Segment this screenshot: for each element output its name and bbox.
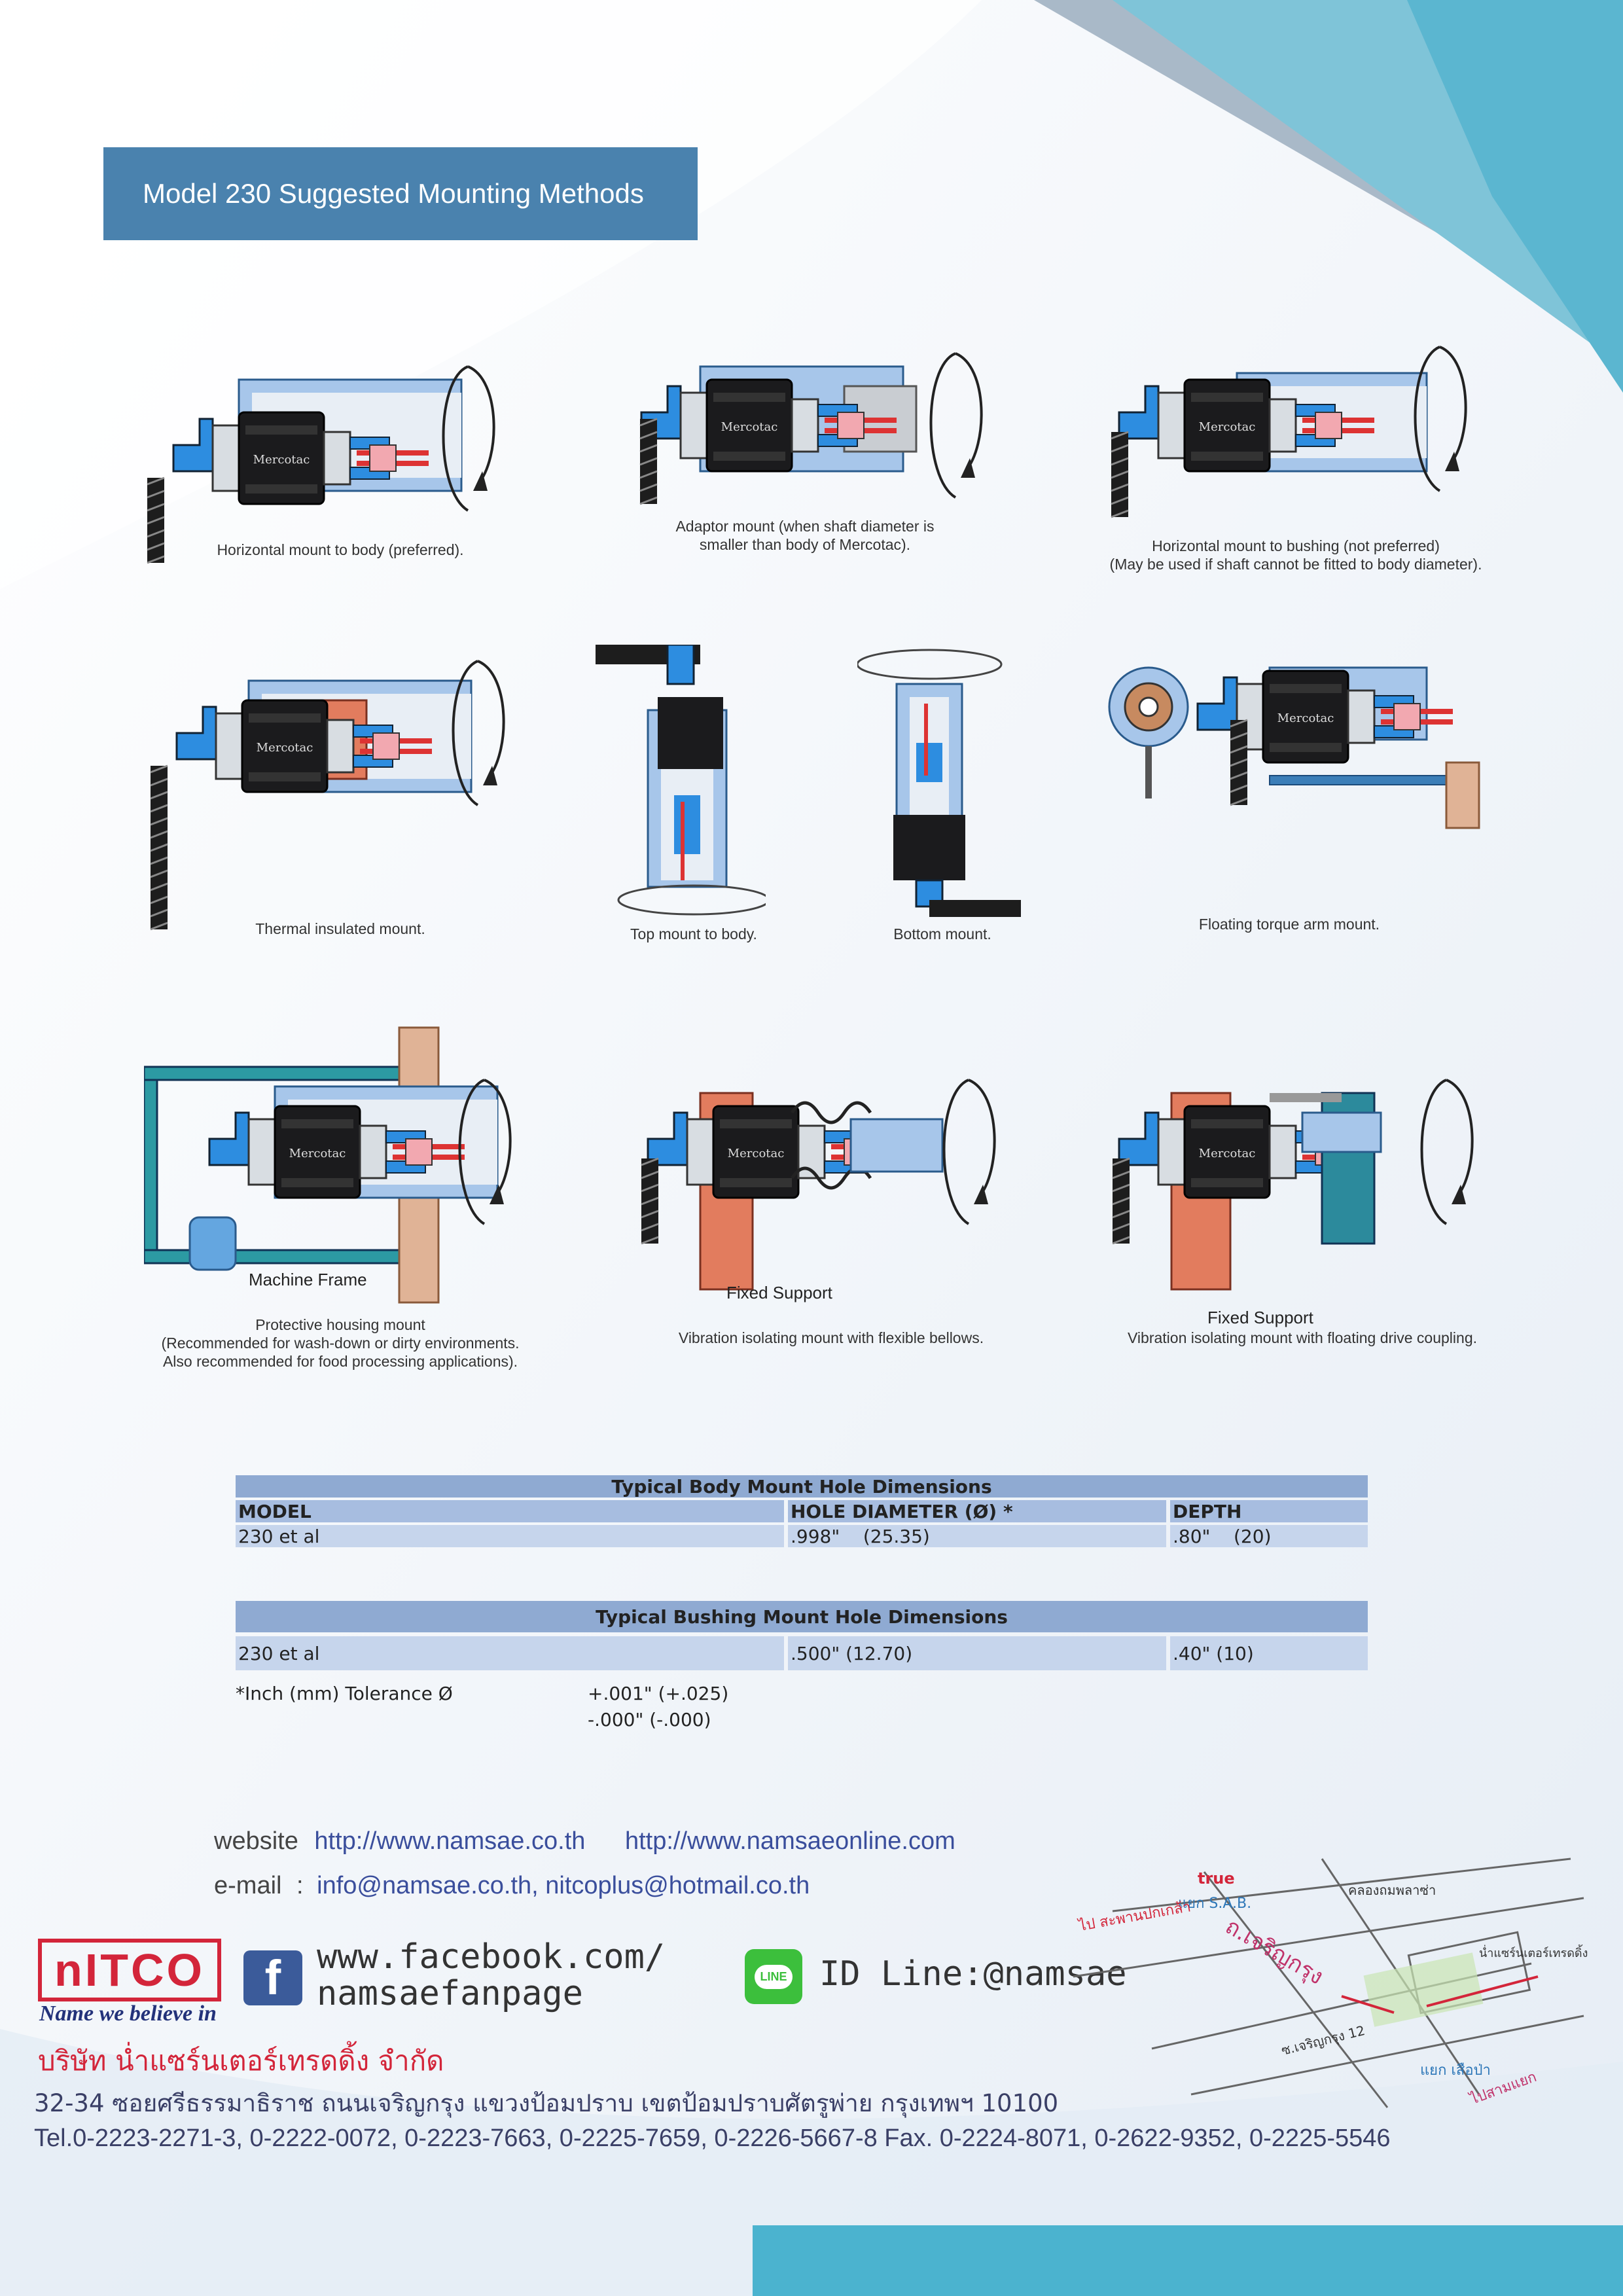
caption-horizontal-body: Horizontal mount to body (preferred). xyxy=(217,541,464,558)
location-map: true แยก S.A.B. ไป สะพานปกเกล้า คลองถมพล… xyxy=(1073,1857,1588,2108)
email-separator: : xyxy=(296,1872,304,1899)
facebook-icon[interactable]: f xyxy=(243,1950,302,2005)
map-label-soi-12: ซ.เจริญกรุง 12 xyxy=(1279,2022,1366,2059)
company-name: บริษัท น่ำแซร์นเตอร์เทรดดิ้ง จำกัด xyxy=(38,2045,444,2077)
column-header-depth: DEPTH xyxy=(1170,1500,1368,1522)
diagram-adaptor-mount xyxy=(628,340,995,511)
email-row: e-mail : info@namsae.co.th, nitcoplus@ho… xyxy=(214,1872,810,1900)
tolerance-label: *Inch (mm) Tolerance Ø xyxy=(236,1683,453,1704)
cell-model: 230 et al xyxy=(236,1525,784,1547)
map-label-khlong-thom: คลองถมพลาซ่า xyxy=(1348,1882,1436,1898)
body-mount-table-title: Typical Body Mount Hole Dimensions xyxy=(236,1475,1368,1498)
caption-horizontal-bushing: Horizontal mount to bushing (not preferr… xyxy=(1109,537,1482,573)
column-header-hole-diameter: HOLE DIAMETER (Ø) * xyxy=(788,1500,1166,1522)
diagram-bottom-mount xyxy=(857,645,1027,926)
facebook-line-2: namsaefanpage xyxy=(317,1974,583,2013)
logo-text: nITCO xyxy=(54,1945,205,1996)
diagram-flexible-bellows xyxy=(635,1047,1001,1309)
line-icon-label: LINE xyxy=(755,1964,793,1989)
company-phone: Tel.0-2223-2271-3, 0-2222-0072, 0-2223-7… xyxy=(34,2125,1391,2152)
line-id[interactable]: ID Line:@namsae xyxy=(819,1954,1127,1994)
bushing-mount-table-title: Typical Bushing Mount Hole Dimensions xyxy=(236,1601,1368,1632)
annotation-machine-frame: Machine Frame xyxy=(249,1270,367,1289)
logo-slogan: Name we believe in xyxy=(39,2001,217,2026)
cell-depth: .80" (20) xyxy=(1170,1525,1368,1547)
cell-depth: .40" (10) xyxy=(1170,1636,1368,1670)
page-title: Model 230 Suggested Mounting Methods xyxy=(103,147,698,240)
diagram-top-mount xyxy=(596,645,766,926)
caption-thermal-insulated: Thermal insulated mount. xyxy=(255,920,425,937)
bushing-mount-table: Typical Bushing Mount Hole Dimensions 23… xyxy=(236,1597,1368,1674)
caption-protective-housing: Protective housing mount (Recommended fo… xyxy=(161,1316,520,1370)
map-label-namsae: น่ำแซร์นเตอร์เทรดดิ้ง xyxy=(1479,1945,1588,1960)
column-header-model: MODEL xyxy=(236,1500,784,1522)
diagram-floating-coupling xyxy=(1106,1047,1486,1322)
website-link-1[interactable]: http://www.namsae.co.th xyxy=(314,1827,586,1855)
table-row: 230 et al .500" (12.70) .40" (10) xyxy=(236,1636,1368,1670)
caption-top-mount: Top mount to body. xyxy=(630,925,757,942)
cell-hole-diameter: .500" (12.70) xyxy=(788,1636,1166,1670)
annotation-fixed-support-1: Fixed Support xyxy=(726,1283,832,1302)
annotation-fixed-support-2: Fixed Support xyxy=(1207,1308,1313,1327)
line-icon[interactable]: LINE xyxy=(745,1949,802,2004)
map-label-sab: แยก S.A.B. xyxy=(1178,1895,1251,1912)
cell-model: 230 et al xyxy=(236,1636,784,1670)
email-label: e-mail xyxy=(214,1872,282,1899)
cell-hole-diameter: .998" (25.35) xyxy=(788,1525,1166,1547)
diagram-horizontal-bushing xyxy=(1106,334,1472,530)
map-label-bridge: ไป สะพานปกเกล้า xyxy=(1077,1898,1192,1935)
tolerance-minus: -.000" (-.000) xyxy=(588,1709,711,1731)
body-mount-table: Typical Body Mount Hole Dimensions MODEL… xyxy=(236,1473,1368,1550)
caption-bottom-mount: Bottom mount. xyxy=(893,925,991,942)
caption-adaptor-mount: Adaptor mount (when shaft diameter is sm… xyxy=(675,518,935,553)
facebook-line-1: www.facebook.com/ xyxy=(317,1937,666,1977)
caption-flexible-bellows: Vibration isolating mount with flexible … xyxy=(678,1329,984,1346)
table-row: 230 et al .998" (25.35) .80" (20) xyxy=(236,1525,1368,1547)
website-row: website http://www.namsae.co.th http://w… xyxy=(214,1827,955,1856)
tolerance-plus: +.001" (+.025) xyxy=(588,1683,729,1704)
nitco-logo: nITCO xyxy=(38,1939,221,2001)
diagram-horizontal-body xyxy=(141,347,507,569)
diagram-thermal-insulated xyxy=(144,648,510,936)
company-address: 32-34 ซอยศรีธรรมาธิราช ถนนเจริญกรุง แขวง… xyxy=(34,2089,1059,2117)
website-link-2[interactable]: http://www.namsaeonline.com xyxy=(624,1827,955,1855)
diagram-protective-housing xyxy=(144,1021,524,1309)
caption-floating-torque-arm: Floating torque arm mount. xyxy=(1198,916,1380,933)
email-link[interactable]: info@namsae.co.th, nitcoplus@hotmail.co.… xyxy=(317,1872,810,1899)
caption-floating-coupling: Vibration isolating mount with floating … xyxy=(1128,1329,1477,1346)
map-label-true: true xyxy=(1198,1869,1235,1888)
facebook-link[interactable]: www.facebook.com/ namsaefanpage xyxy=(317,1939,665,2012)
diagram-floating-torque-arm xyxy=(1106,648,1486,844)
map-label-suea-pa: แยก เสือป่า xyxy=(1420,2062,1491,2079)
website-label: website xyxy=(214,1827,298,1855)
